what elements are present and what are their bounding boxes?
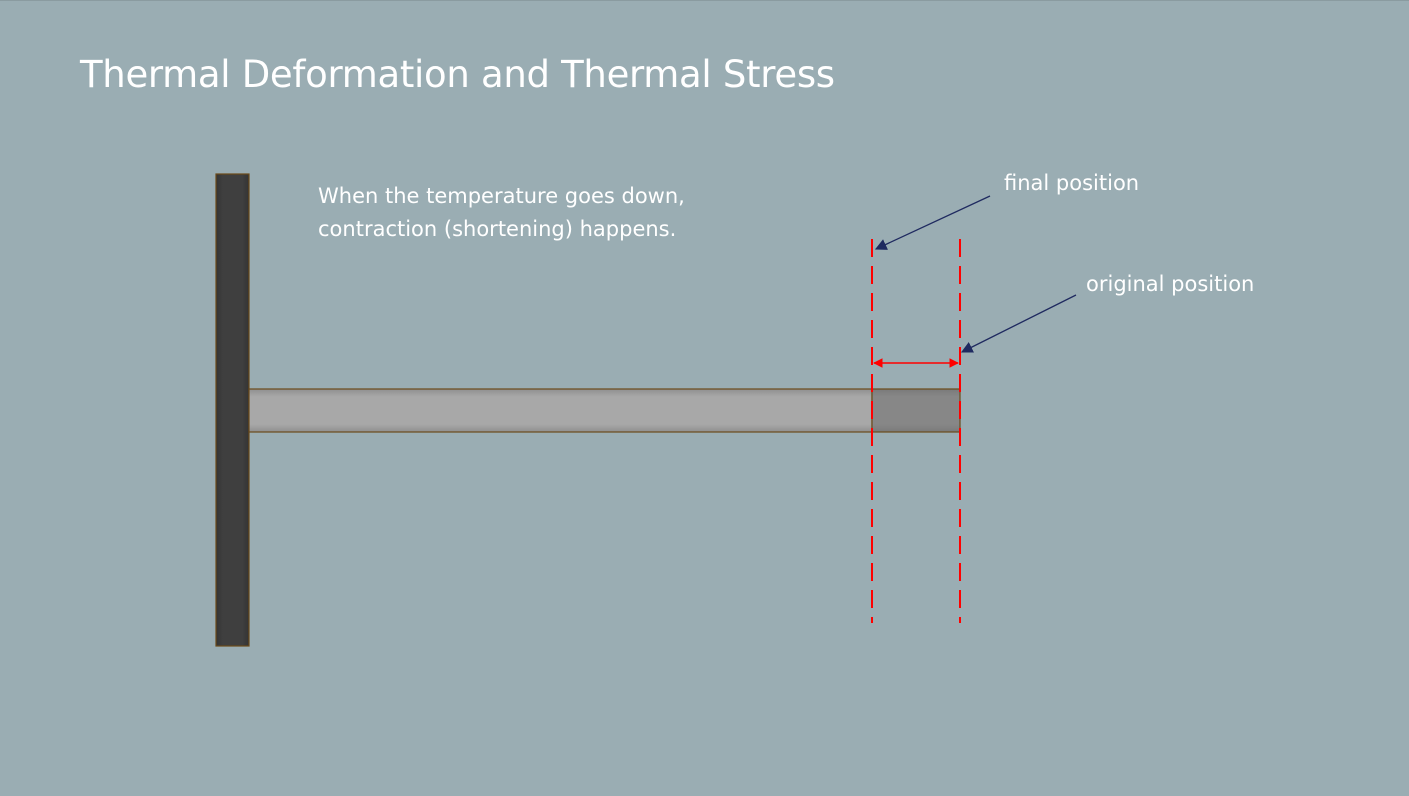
final-position-leader-arrow <box>874 195 991 250</box>
caption-line-1: When the temperature goes down, <box>318 184 685 208</box>
final-position-label: final position <box>1004 171 1140 195</box>
original-position-label: original position <box>1086 272 1255 296</box>
slide-title: Thermal Deformation and Thermal Stress <box>80 53 835 96</box>
fixed-wall <box>215 173 250 647</box>
caption-text: When the temperature goes down, contract… <box>318 180 878 246</box>
contracted-segment <box>871 388 961 433</box>
rod <box>248 388 873 433</box>
caption-line-2: contraction (shortening) happens. <box>318 217 677 241</box>
original-position-leader-arrow <box>960 294 1077 353</box>
